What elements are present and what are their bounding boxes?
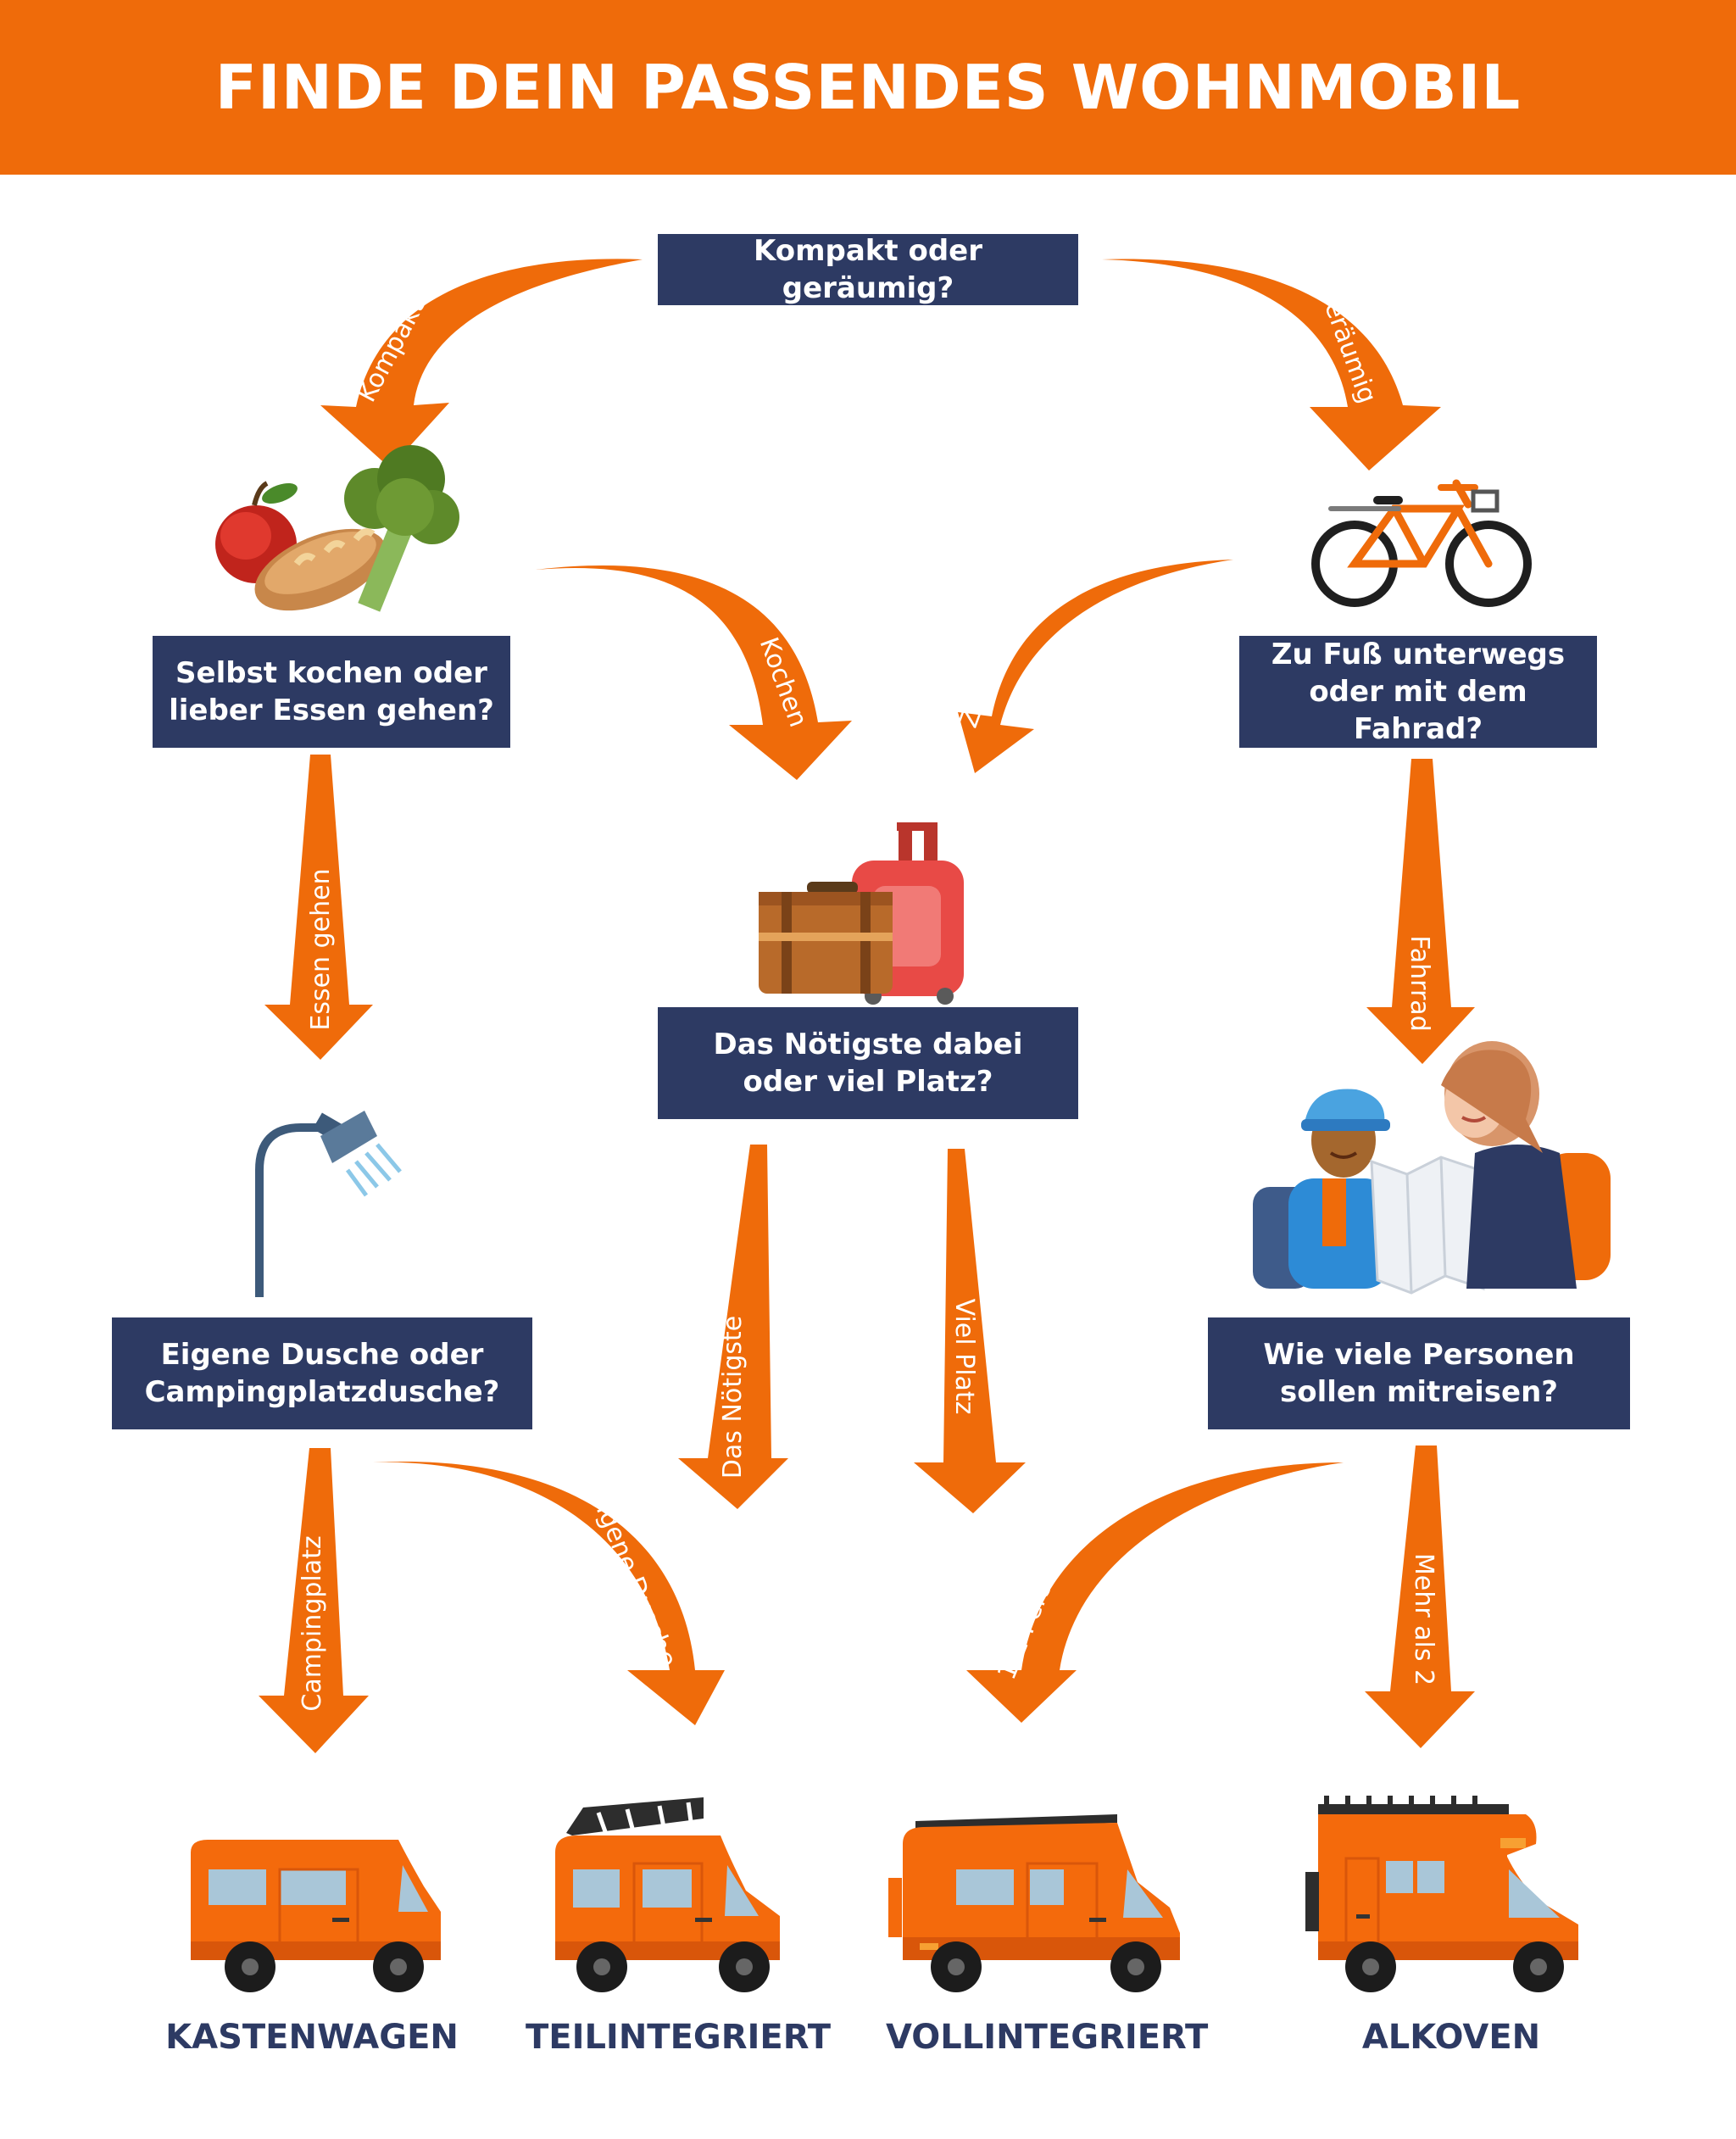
question-line-1: Wie viele Personen (1263, 1337, 1575, 1372)
question-line-1: Das Nötigste dabei (713, 1027, 1023, 1061)
question-line-2: oder mit dem Fahrad? (1309, 674, 1527, 747)
arrow-label-mehr-als-2: Mehr als 2 (1409, 1553, 1438, 1685)
van-alkoven (1305, 1796, 1578, 1992)
question-line-1: Zu Fuß unterwegs (1271, 637, 1566, 671)
arrow-das-noetigste (678, 1145, 788, 1509)
food-icon (215, 445, 459, 612)
shower-icon (255, 1111, 402, 1297)
arrow-label-fahrrad: Fahrrad (1405, 935, 1434, 1031)
van-vollintegriert (888, 1814, 1180, 1992)
arrow-fahrrad (1366, 759, 1475, 1064)
header-banner: FINDE DEIN PASSENDES WOHNMOBIL (0, 0, 1736, 175)
question-text: Kompakt oder geräumig? (753, 233, 983, 305)
question-personen: Wie viele Personen sollen mitreisen? (1208, 1317, 1630, 1429)
arrow-zu-fuss (958, 560, 1233, 773)
question-line-2: lieber Essen gehen? (169, 694, 494, 727)
suitcase-icon (759, 822, 964, 1005)
arrow-viel-platz (914, 1149, 1026, 1513)
arrow-label-viel-platz: Viel Platz (949, 1299, 979, 1415)
page-title: FINDE DEIN PASSENDES WOHNMOBIL (214, 52, 1522, 123)
bicycle-icon (1311, 479, 1532, 607)
question-kompakt-geraeumig: Kompakt oder geräumig? (658, 234, 1078, 305)
arrow-label-essen-gehen: Essen gehen (306, 868, 336, 1030)
question-dusche: Eigene Dusche oder Campingplatzdusche? (112, 1317, 532, 1429)
arrow-mehr-als-2 (1365, 1445, 1475, 1748)
arrow-label-eigene-dusche: Eigene Dusche (584, 1484, 682, 1671)
arrow-campingplatz (259, 1448, 369, 1753)
question-line-1: Eigene Dusche oder (160, 1337, 484, 1372)
label-kastenwagen: KASTENWAGEN (165, 2018, 459, 2057)
label-teilintegriert: TEILINTEGRIERT (525, 2018, 832, 2057)
question-line-2: oder viel Platz? (743, 1065, 993, 1099)
arrow-kochen (536, 565, 852, 780)
van-teilintegriert (555, 1797, 780, 1992)
question-line-1: Selbst kochen oder (175, 655, 487, 690)
question-noetigste-platz: Das Nötigste dabei oder viel Platz? (658, 1007, 1078, 1119)
hikers-icon (1253, 1041, 1611, 1295)
van-kastenwagen (191, 1840, 441, 1992)
label-alkoven: ALKOVEN (1361, 2018, 1541, 2057)
arrow-kompakt (320, 259, 643, 468)
arrow-1-2-personen (966, 1462, 1344, 1723)
question-line-2: sollen mitreisen? (1279, 1375, 1559, 1409)
arrow-geraeumig (1102, 259, 1441, 471)
arrow-eigene-dusche (373, 1461, 725, 1725)
label-vollintegriert: VOLLINTEGRIERT (886, 2018, 1209, 2057)
arrow-label-das-noetigste: Das Nötigste (718, 1316, 748, 1479)
arrow-label-campingplatz: Campingplatz (298, 1535, 327, 1711)
question-line-2: Campingplatzdusche? (144, 1375, 500, 1409)
question-kochen-essen: Selbst kochen oder lieber Essen gehen? (153, 636, 510, 748)
arrow-essen-gehen (264, 755, 373, 1060)
question-zu-fuss-fahrrad: Zu Fuß unterwegs oder mit dem Fahrad? (1239, 636, 1597, 748)
